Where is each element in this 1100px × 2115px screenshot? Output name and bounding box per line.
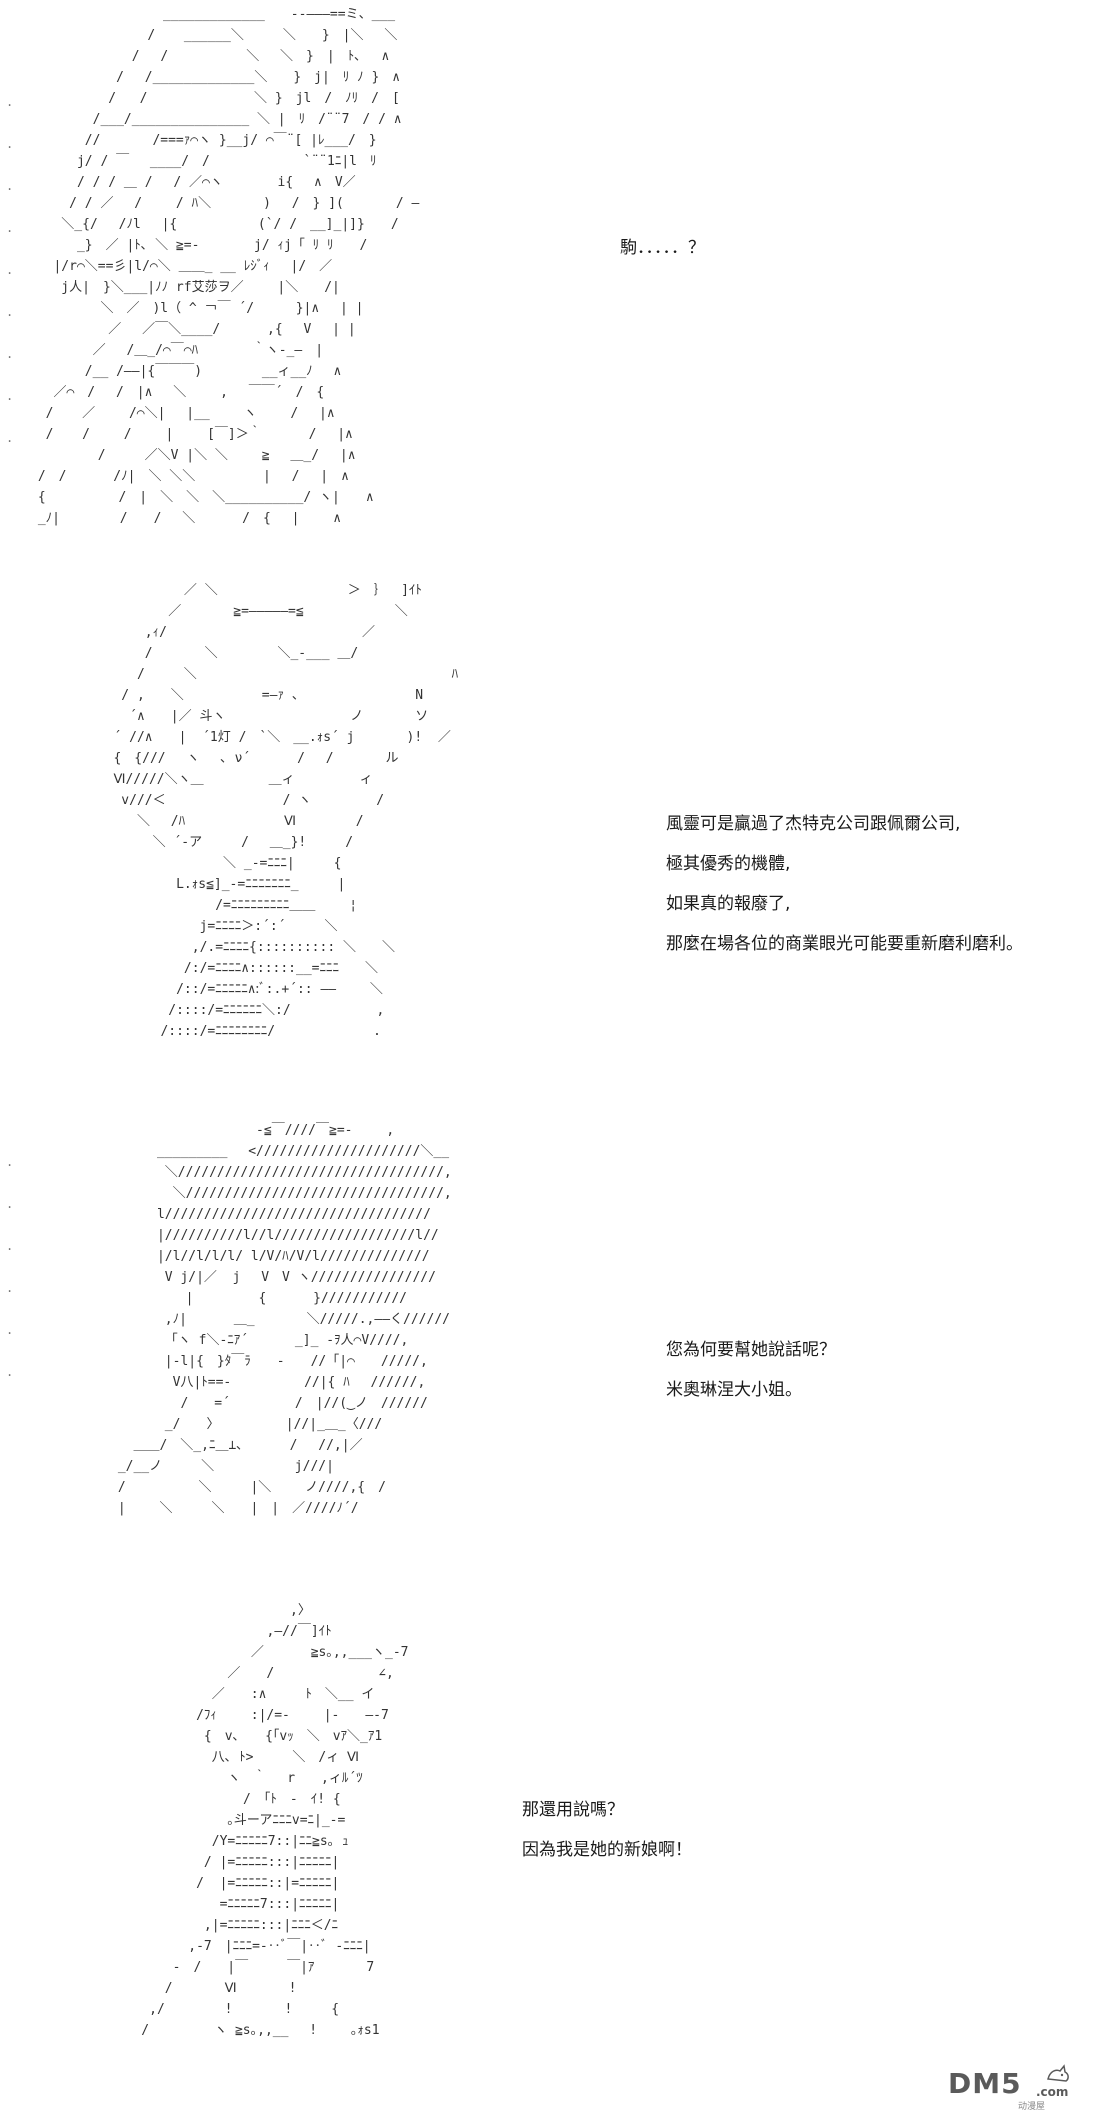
watermark-logo-text: DM5: [948, 2067, 1022, 2100]
panel-3: -≦￣////￣≧=- , _________ <///////////////…: [0, 1120, 1100, 1580]
ascii-art-1: _____________ --―――==ミ、___ / ______＼ ＼ }…: [37, 7, 420, 526]
panel-4: ,〉 ,―//￣]ｲﾄ ／ ≧s｡,,___ヽ_-7 ／ / ∠, ／ :∧ ﾄ…: [0, 1600, 1100, 2115]
dialog-line: 如果真的報廢了,: [666, 894, 791, 914]
dialog-line: 駒．．．．．？: [620, 238, 705, 258]
panel-2: ／ ＼ ＞ ｝ ]ｲﾄ ／ ≧=―――――=≦ ＼ ,ｨ/ ／ / ＼ ＼_-_…: [0, 580, 1100, 1120]
dialog-line: 米奧琳涅大小姐。: [666, 1380, 802, 1400]
dialog-4: 那還用說嗎？ 因為我是她的新娘啊！: [522, 1790, 692, 1870]
margin-dots-1: . . . . . . . . .: [6, 95, 14, 445]
dialog-2: 風靈可是贏過了杰特克公司跟佩爾公司, 極其優秀的機體, 如果真的報廢了, 那麼在…: [666, 804, 1023, 964]
site-watermark: DM5 .com 动漫屋: [948, 2063, 1088, 2112]
dialog-line: 風靈可是贏過了杰特克公司跟佩爾公司,: [666, 814, 961, 834]
watermark-sub-text: 动漫屋: [1018, 2102, 1046, 2112]
dialog-line: 那還用說嗎？: [522, 1800, 624, 1820]
dialog-3: 您為何要幫她說話呢？ 米奧琳涅大小姐。: [666, 1330, 836, 1410]
dialog-1: 駒．．．．．？: [620, 228, 705, 268]
cat-logo-icon: [1047, 2064, 1069, 2082]
margin-dots-3: . . . . . .: [6, 1155, 14, 1379]
dialog-line: 那麼在場各位的商業眼光可能要重新磨利磨利。: [666, 934, 1023, 954]
dialog-line: 您為何要幫她說話呢？: [666, 1340, 836, 1360]
watermark-logo-suffix: .com: [1036, 2085, 1069, 2099]
dialog-line: 因為我是她的新娘啊！: [522, 1840, 692, 1860]
panel-1: _____________ --―――==ミ、___ / ______＼ ＼ }…: [0, 0, 1100, 560]
ascii-art-3: -≦￣////￣≧=- , _________ <///////////////…: [117, 1123, 452, 1516]
ascii-art-2: ／ ＼ ＞ ｝ ]ｲﾄ ／ ≧=―――――=≦ ＼ ,ｨ/ ／ / ＼ ＼_-_…: [113, 583, 459, 1039]
ascii-art-4: ,〉 ,―//￣]ｲﾄ ／ ≧s｡,,___ヽ_-7 ／ / ∠, ／ :∧ ﾄ…: [141, 1603, 409, 2038]
dialog-line: 極其優秀的機體,: [666, 854, 791, 874]
